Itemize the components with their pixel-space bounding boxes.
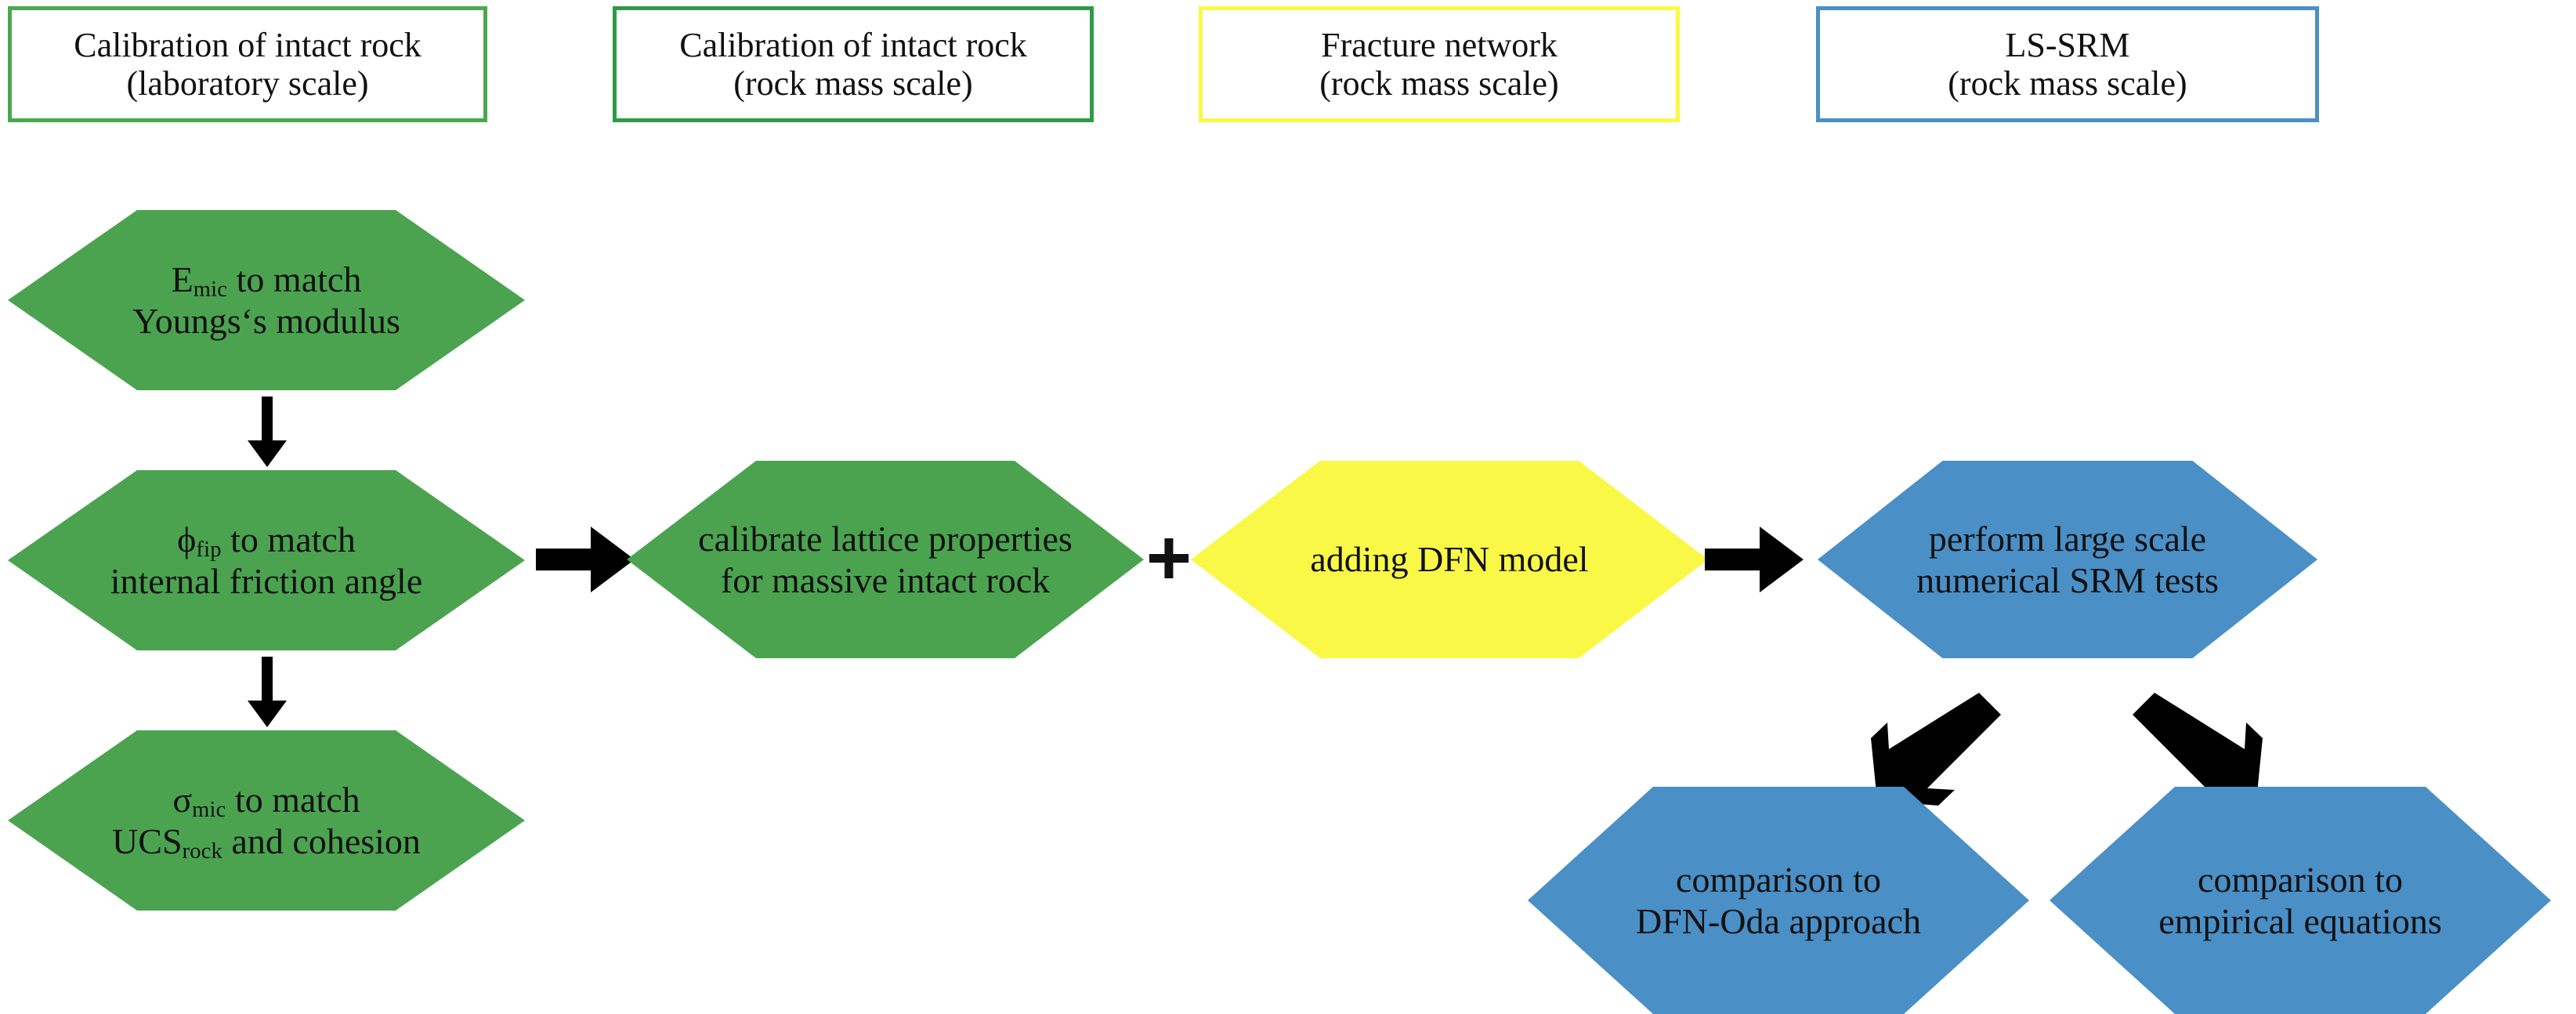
node-sigma-mic-ucs-rock-cohesion[interactable]: σmic to match UCSrock and cohesion <box>8 730 525 911</box>
node-line-2: for massive intact rock <box>720 560 1051 600</box>
subscript-mic: mic <box>193 277 228 302</box>
legend-box-calibration-rock-mass: Calibration of intact rock (rock mass sc… <box>613 6 1094 122</box>
node-perform-large-scale-numerical-srm-tests[interactable]: perform large scale numerical SRM tests <box>1818 461 2317 658</box>
node-line-1: comparison to <box>1676 859 1881 900</box>
legend-line-1: Calibration of intact rock <box>74 25 421 64</box>
node-line-2: UCSrock and cohesion <box>112 821 421 864</box>
legend-line-1: Fracture network <box>1321 25 1558 64</box>
node-line-1: calibrate lattice properties <box>698 518 1073 559</box>
node-line-2: Youngs‘s modulus <box>132 301 400 341</box>
node-calibrate-lattice-properties[interactable]: calibrate lattice properties for massive… <box>627 461 1144 658</box>
node-phi-fip-internal-friction-angle[interactable]: ϕfip to match internal friction angle <box>8 470 525 650</box>
legend-line-2: (rock mass scale) <box>1319 64 1559 103</box>
node-line-1: ϕfip to match <box>177 519 356 562</box>
arrow-down-emic-to-phifip <box>232 392 302 470</box>
node-line-1: comparison to <box>2198 859 2403 900</box>
arrow-down-right-to-empirical-equations <box>2129 686 2270 812</box>
node-line-2: DFN-Oda approach <box>1635 901 1922 941</box>
subscript-rock: rock <box>182 839 223 864</box>
legend-line-2: (laboratory scale) <box>126 64 369 103</box>
node-line-1: Emic to match <box>171 259 362 302</box>
arrow-down-phifip-to-sigmamic <box>232 652 302 730</box>
arrow-down-left-to-dfn-oda <box>1863 686 2004 812</box>
node-emic-youngs-modulus[interactable]: Emic to match Youngs‘s modulus <box>8 210 525 390</box>
node-comparison-empirical-equations[interactable]: comparison to empirical equations <box>2050 787 2551 1014</box>
arrow-right-to-ls-srm <box>1699 516 1808 603</box>
plus-operator: + <box>1145 514 1192 602</box>
legend-box-fracture-network: Fracture network (rock mass scale) <box>1199 6 1680 122</box>
legend-line-2: (rock mass scale) <box>1948 64 2187 103</box>
subscript-fip: fip <box>196 537 222 562</box>
arrow-right-to-calibrate-lattice <box>530 516 639 603</box>
node-adding-dfn-model[interactable]: adding DFN model <box>1191 461 1708 658</box>
node-line-2: numerical SRM tests <box>1916 560 2219 600</box>
subscript-mic: mic <box>192 797 226 822</box>
legend-line-1: Calibration of intact rock <box>679 25 1027 64</box>
node-line-2: empirical equations <box>2158 901 2442 941</box>
legend-box-calibration-laboratory: Calibration of intact rock (laboratory s… <box>8 6 487 122</box>
legend-box-ls-srm: LS-SRM (rock mass scale) <box>1816 6 2319 122</box>
legend-line-2: (rock mass scale) <box>733 64 973 103</box>
legend-line-1: LS-SRM <box>2005 25 2130 64</box>
node-comparison-dfn-oda-approach[interactable]: comparison to DFN-Oda approach <box>1528 787 2029 1014</box>
node-line-2: internal friction angle <box>110 561 423 601</box>
node-line-1: adding DFN model <box>1310 539 1589 580</box>
node-line-1: σmic to match <box>172 779 360 822</box>
node-line-1: perform large scale <box>1928 518 2207 559</box>
